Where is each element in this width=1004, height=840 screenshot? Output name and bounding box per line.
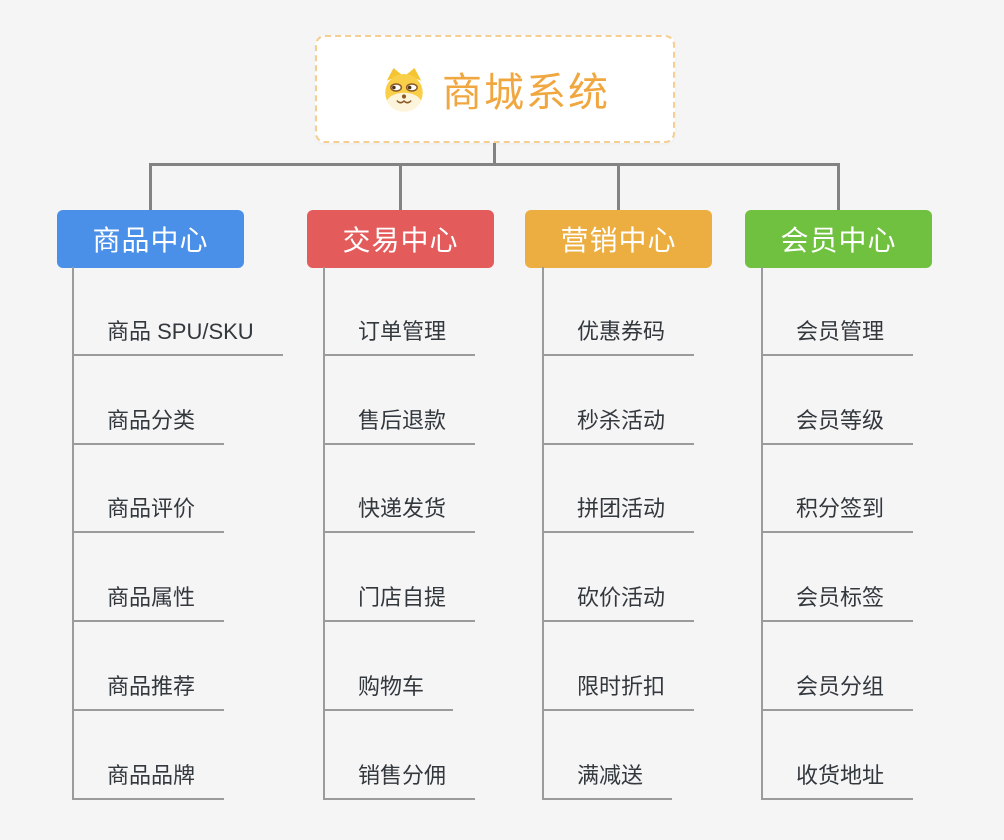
root-node[interactable]: 商城系统 (315, 35, 675, 143)
connector-drop-member (837, 163, 840, 210)
connector-drop-trade (399, 163, 402, 210)
leaf-node[interactable]: 商品推荐 (74, 622, 225, 711)
connector-bus (149, 163, 840, 166)
branch-children-member-center: 会员管理 会员等级 积分签到 会员标签 会员分组 收货地址 (761, 267, 914, 800)
leaf-node[interactable]: 积分签到 (763, 445, 914, 534)
branch-node-trade-center[interactable]: 交易中心 (307, 210, 494, 268)
leaf-node[interactable]: 快递发货 (325, 445, 476, 534)
leaf-node[interactable]: 会员等级 (763, 356, 914, 445)
connector-drop-marketing (617, 163, 620, 210)
leaf-node[interactable]: 会员分组 (763, 622, 914, 711)
leaf-node[interactable]: 会员管理 (763, 267, 914, 356)
branch-node-product-center[interactable]: 商品中心 (57, 210, 244, 268)
branch-children-marketing-center: 优惠券码 秒杀活动 拼团活动 砍价活动 限时折扣 满减送 (542, 267, 695, 800)
branch-children-product-center: 商品 SPU/SKU 商品分类 商品评价 商品属性 商品推荐 商品品牌 (72, 267, 283, 800)
branch-node-marketing-center[interactable]: 营销中心 (525, 210, 712, 268)
leaf-node[interactable]: 秒杀活动 (544, 356, 695, 445)
leaf-node[interactable]: 收货地址 (763, 711, 914, 800)
connector-root-stub (493, 143, 496, 164)
leaf-node[interactable]: 商品分类 (74, 356, 225, 445)
leaf-node[interactable]: 限时折扣 (544, 622, 695, 711)
leaf-node[interactable]: 优惠券码 (544, 267, 695, 356)
doge-icon (385, 68, 423, 112)
leaf-node[interactable]: 商品评价 (74, 445, 225, 534)
leaf-node[interactable]: 拼团活动 (544, 445, 695, 534)
root-title: 商城系统 (442, 71, 610, 115)
leaf-node[interactable]: 售后退款 (325, 356, 476, 445)
leaf-node[interactable]: 门店自提 (325, 533, 476, 623)
leaf-node[interactable]: 砍价活动 (544, 533, 695, 623)
leaf-node[interactable]: 商品品牌 (74, 711, 225, 800)
leaf-node[interactable]: 购物车 (325, 622, 454, 711)
leaf-node[interactable]: 销售分佣 (325, 711, 476, 800)
leaf-node[interactable]: 商品 SPU/SKU (74, 267, 283, 356)
leaf-node[interactable]: 商品属性 (74, 533, 225, 623)
leaf-node[interactable]: 满减送 (544, 711, 673, 800)
leaf-node[interactable]: 会员标签 (763, 533, 914, 623)
branch-children-trade-center: 订单管理 售后退款 快递发货 门店自提 购物车 销售分佣 (323, 267, 476, 800)
connector-drop-product (149, 163, 152, 210)
branch-node-member-center[interactable]: 会员中心 (745, 210, 932, 268)
leaf-node[interactable]: 订单管理 (325, 267, 476, 356)
